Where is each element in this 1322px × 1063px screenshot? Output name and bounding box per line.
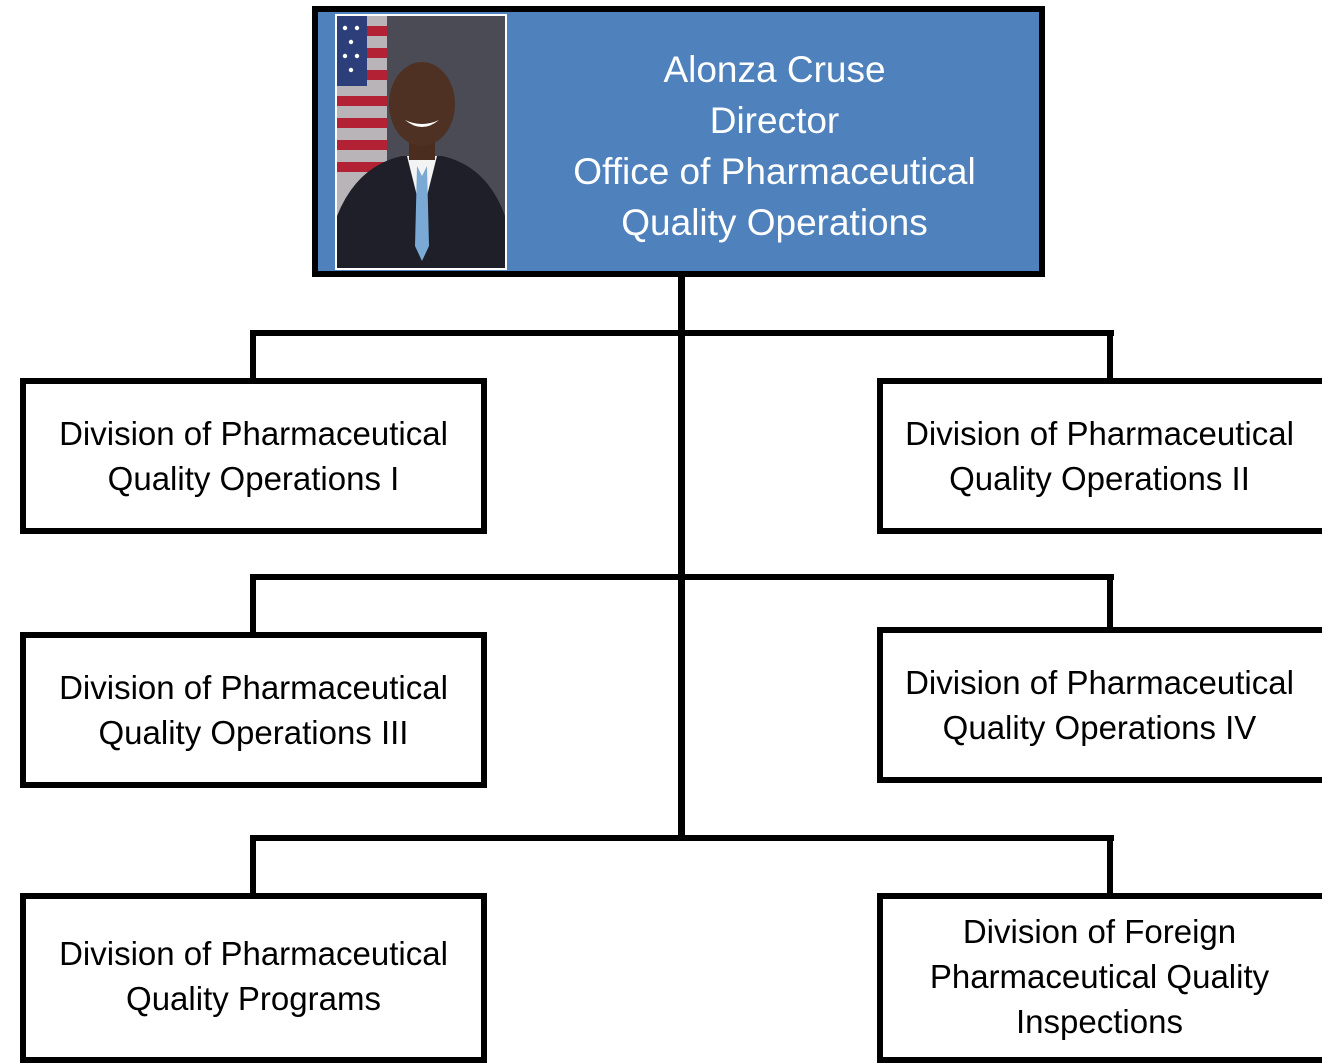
division-label-line1: Division of Foreign xyxy=(962,913,1237,950)
division-label-line2: Pharmaceutical Quality xyxy=(929,958,1270,995)
division-box-2: Division of Pharmaceutical Quality Opera… xyxy=(877,378,1322,534)
division-label-line2: Quality Operations IV xyxy=(942,709,1257,746)
branch-row-1-left-drop xyxy=(250,330,256,382)
branch-row-2-left-drop xyxy=(250,574,256,636)
branch-row-1-horizontal xyxy=(250,330,1114,336)
director-photo xyxy=(335,14,507,270)
division-label-line2: Quality Operations III xyxy=(98,714,409,751)
division-label-line1: Division of Pharmaceutical xyxy=(905,664,1294,701)
office-name-line2: Quality Operations xyxy=(621,202,928,243)
branch-row-3-horizontal xyxy=(250,835,1114,841)
division-label-line1: Division of Pharmaceutical xyxy=(59,669,448,706)
director-name: Alonza Cruse xyxy=(663,49,886,90)
division-label-line1: Division of Pharmaceutical xyxy=(59,935,448,972)
division-label-line2: Quality Operations I xyxy=(107,460,400,497)
main-trunk-line xyxy=(678,275,685,837)
branch-row-2-right-drop xyxy=(1107,574,1113,630)
division-box-3: Division of Pharmaceutical Quality Opera… xyxy=(20,632,487,788)
branch-row-3-right-drop xyxy=(1107,835,1113,897)
division-label-line1: Division of Pharmaceutical xyxy=(59,415,448,452)
division-label-line1: Division of Pharmaceutical xyxy=(905,415,1294,452)
division-box-5: Division of Pharmaceutical Quality Progr… xyxy=(20,893,487,1063)
director-title: Director xyxy=(709,100,840,141)
director-info: Alonza Cruse Director Office of Pharmace… xyxy=(518,44,1031,248)
branch-row-2-horizontal xyxy=(250,574,1114,580)
division-box-1: Division of Pharmaceutical Quality Opera… xyxy=(20,378,487,534)
director-portrait-icon xyxy=(337,16,505,268)
division-label-line2: Quality Programs xyxy=(126,980,381,1017)
office-name-line1: Office of Pharmaceutical xyxy=(573,151,976,192)
division-label-line2: Quality Operations II xyxy=(949,460,1250,497)
branch-row-3-left-drop xyxy=(250,835,256,897)
director-box: Alonza Cruse Director Office of Pharmace… xyxy=(312,6,1045,277)
division-label-line3: Inspections xyxy=(1016,1003,1183,1040)
division-box-4: Division of Pharmaceutical Quality Opera… xyxy=(877,627,1322,783)
branch-row-1-right-drop xyxy=(1107,330,1113,382)
division-box-6: Division of Foreign Pharmaceutical Quali… xyxy=(877,893,1322,1063)
